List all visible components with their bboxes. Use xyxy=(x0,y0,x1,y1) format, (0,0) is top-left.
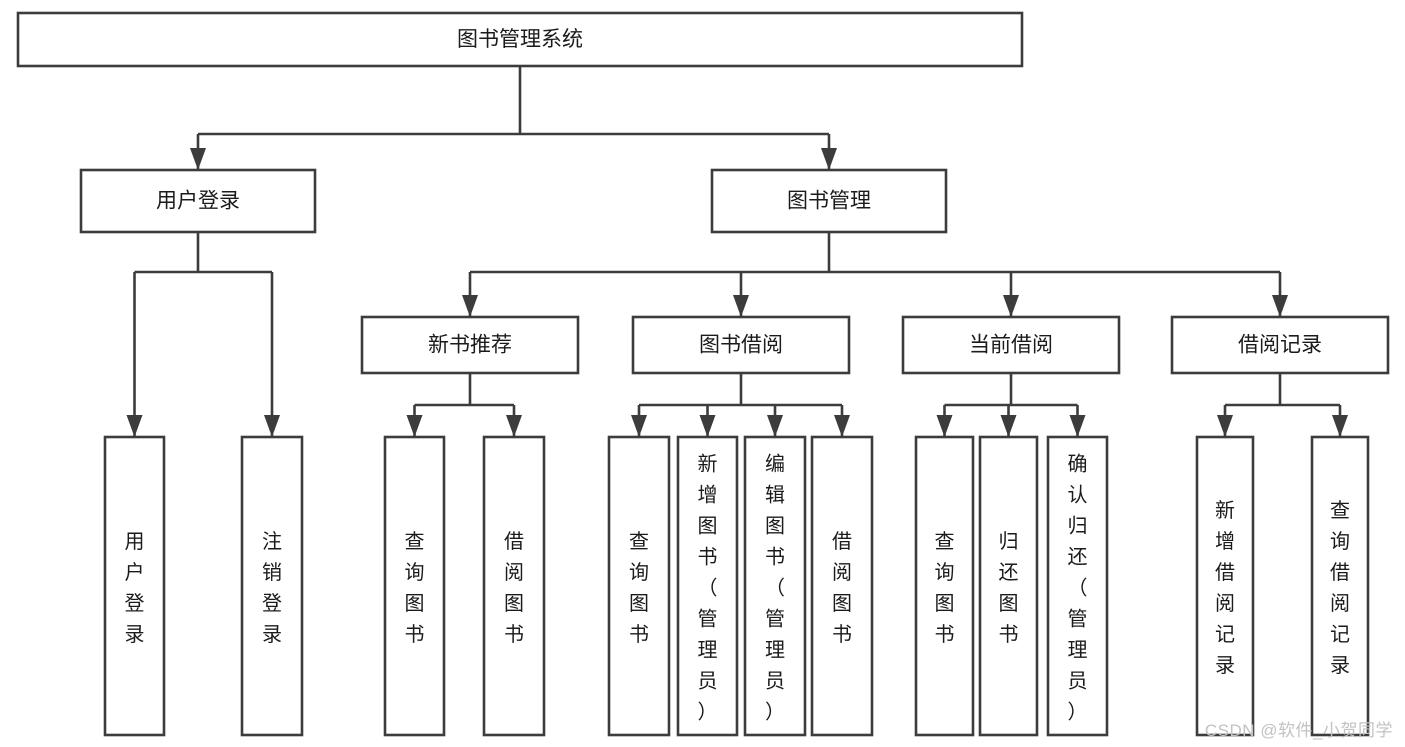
arrow-head-icon xyxy=(1332,415,1348,437)
flow-node-c2[interactable]: 归还图书 xyxy=(978,435,1039,737)
flow-node-bookmgmt[interactable]: 图书管理 xyxy=(710,168,948,234)
arrow-head-icon xyxy=(126,415,143,437)
flow-node-root[interactable]: 图书管理系统 xyxy=(16,11,1024,68)
node-layer: 图书管理系统用户登录图书管理新书推荐图书借阅当前借阅借阅记录用户登录注销登录查询… xyxy=(16,11,1390,737)
node-box[interactable] xyxy=(810,435,874,737)
arrow-head-icon xyxy=(406,415,423,437)
flow-node-n1[interactable]: 查询图书 xyxy=(383,435,446,737)
arrow-head-icon xyxy=(506,415,522,437)
node-box[interactable] xyxy=(360,315,580,375)
arrow-head-icon xyxy=(936,415,953,437)
arrow-head-icon xyxy=(767,415,783,437)
arrow-head-icon xyxy=(699,415,716,437)
arrow-head-icon xyxy=(1272,295,1288,317)
node-label: 图书管理系统 xyxy=(457,28,583,51)
arrow-head-icon xyxy=(733,295,749,317)
node-label: 用户登录 xyxy=(156,190,240,213)
flow-node-newrec[interactable]: 新书推荐 xyxy=(360,315,580,375)
flow-node-n2[interactable]: 借阅图书 xyxy=(482,435,546,737)
node-box[interactable] xyxy=(1195,435,1255,737)
flow-node-c3[interactable]: 确认归还（管理员） xyxy=(1046,435,1109,737)
flow-node-r2[interactable]: 查询借阅记录 xyxy=(1310,435,1370,737)
watermark-label: CSDN @软件_小贺同学 xyxy=(1204,721,1393,740)
flow-node-records[interactable]: 借阅记录 xyxy=(1170,315,1390,375)
node-box[interactable] xyxy=(1310,435,1370,737)
node-label: 注销登录 xyxy=(262,530,282,646)
node-label: 新增借阅记录 xyxy=(1215,499,1235,677)
arrow-head-icon xyxy=(1000,415,1017,437)
node-label: 用户登录 xyxy=(125,531,145,646)
arrow-head-icon xyxy=(1069,415,1086,437)
node-label: 查询图书 xyxy=(629,530,649,646)
node-box[interactable] xyxy=(482,435,546,737)
node-box[interactable] xyxy=(914,435,975,737)
node-label: 查询图书 xyxy=(935,530,955,646)
node-label: 查询借阅记录 xyxy=(1330,499,1350,677)
node-label: 图书借阅 xyxy=(699,334,783,357)
node-label: 图书管理 xyxy=(787,190,871,213)
flow-node-b1[interactable]: 查询图书 xyxy=(607,435,671,737)
flow-node-l1[interactable]: 用户登录 xyxy=(103,435,166,737)
node-box[interactable] xyxy=(383,435,446,737)
arrow-head-icon xyxy=(1217,415,1233,437)
node-label: 借阅图书 xyxy=(504,530,524,646)
flow-node-l2[interactable]: 注销登录 xyxy=(240,435,304,737)
node-label: 确认归还（管理员） xyxy=(1068,453,1088,724)
arrow-head-icon xyxy=(190,148,206,170)
flow-node-b2[interactable]: 新增图书（管理员） xyxy=(676,435,739,737)
arrow-head-icon xyxy=(834,415,850,437)
flow-node-login[interactable]: 用户登录 xyxy=(79,168,317,234)
node-box[interactable] xyxy=(631,315,851,375)
arrow-head-icon xyxy=(264,415,280,437)
node-box[interactable] xyxy=(710,168,948,234)
node-label: 新增图书（管理员） xyxy=(698,453,718,724)
node-label: 查询图书 xyxy=(405,530,425,646)
node-label: 新书推荐 xyxy=(428,334,512,357)
flow-node-r1[interactable]: 新增借阅记录 xyxy=(1195,435,1255,737)
flow-node-b4[interactable]: 借阅图书 xyxy=(810,435,874,737)
node-box[interactable] xyxy=(607,435,671,737)
flow-node-current[interactable]: 当前借阅 xyxy=(901,315,1121,375)
node-box[interactable] xyxy=(16,11,1024,68)
node-box[interactable] xyxy=(978,435,1039,737)
node-label: 借阅记录 xyxy=(1238,334,1322,357)
flow-node-c1[interactable]: 查询图书 xyxy=(914,435,975,737)
arrow-head-icon xyxy=(821,148,837,170)
node-label: 编辑图书（管理员） xyxy=(765,453,785,724)
arrow-head-icon xyxy=(1003,295,1019,317)
connector-layer xyxy=(126,66,1348,437)
node-label: 归还图书 xyxy=(999,530,1019,646)
flow-node-b3[interactable]: 编辑图书（管理员） xyxy=(743,435,807,737)
node-box[interactable] xyxy=(240,435,304,737)
node-label: 借阅图书 xyxy=(832,530,852,646)
arrow-head-icon xyxy=(462,295,478,317)
node-box[interactable] xyxy=(79,168,317,234)
node-label: 当前借阅 xyxy=(969,334,1053,357)
arrow-head-icon xyxy=(631,415,647,437)
flow-node-borrow[interactable]: 图书借阅 xyxy=(631,315,851,375)
node-box[interactable] xyxy=(743,435,807,737)
node-box[interactable] xyxy=(1046,435,1109,737)
node-box[interactable] xyxy=(676,435,739,737)
node-box[interactable] xyxy=(103,435,166,737)
node-box[interactable] xyxy=(1170,315,1390,375)
node-box[interactable] xyxy=(901,315,1121,375)
